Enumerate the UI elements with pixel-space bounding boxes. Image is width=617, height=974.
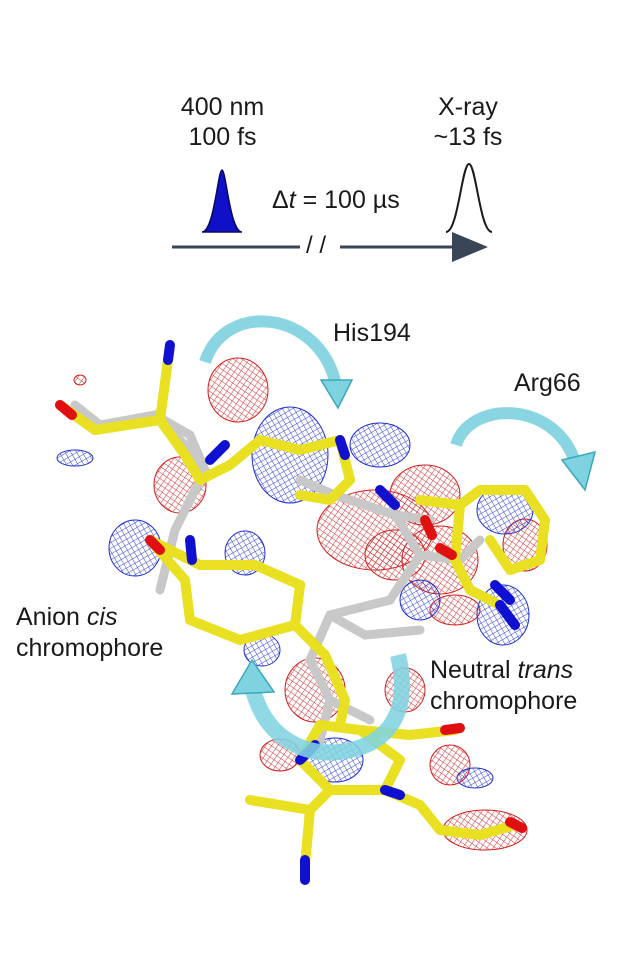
- anion-label-italic: cis: [86, 603, 118, 631]
- isomerization-arrow: [230, 653, 410, 761]
- arg66-label: Arg66: [514, 369, 581, 397]
- delay-variable: t: [288, 186, 296, 214]
- trans-chromophore-sticks: [70, 400, 485, 745]
- his-rotation-arrow: [199, 315, 354, 410]
- his194-label: His194: [333, 319, 411, 347]
- delay-value: = 100 µs: [295, 186, 400, 214]
- oxygen-atoms: [55, 400, 527, 833]
- timeline-break-mark: / /: [304, 231, 329, 261]
- probe-pulse-icon: [445, 162, 493, 233]
- anion-label-prefix: Anion: [16, 603, 87, 631]
- pump-pulse-icon: [201, 169, 243, 233]
- molecular-structure: [55, 315, 597, 885]
- pump-label: 400 nm 100 fs: [165, 92, 280, 152]
- delay-symbol: Δ: [272, 186, 289, 214]
- nitrogen-atoms: [163, 340, 520, 885]
- pump-duration: 100 fs: [188, 123, 257, 151]
- anion-label-line2: chromophore: [16, 634, 164, 662]
- probe-duration: ~13 fs: [433, 123, 503, 151]
- probe-name: X-ray: [438, 93, 498, 121]
- arg-rotation-arrow: [450, 407, 597, 492]
- probe-label: X-ray ~13 fs: [418, 92, 518, 152]
- neutral-label-line2: chromophore: [430, 687, 578, 715]
- pump-wavelength: 400 nm: [180, 93, 265, 121]
- neutral-trans-label: Neutral trans chromophore: [430, 655, 577, 717]
- delay-label: Δt = 100 µs: [272, 185, 400, 215]
- neutral-label-italic: trans: [517, 656, 574, 684]
- anion-cis-label: Anion cis chromophore: [16, 602, 163, 664]
- neutral-label-prefix: Neutral: [430, 656, 518, 684]
